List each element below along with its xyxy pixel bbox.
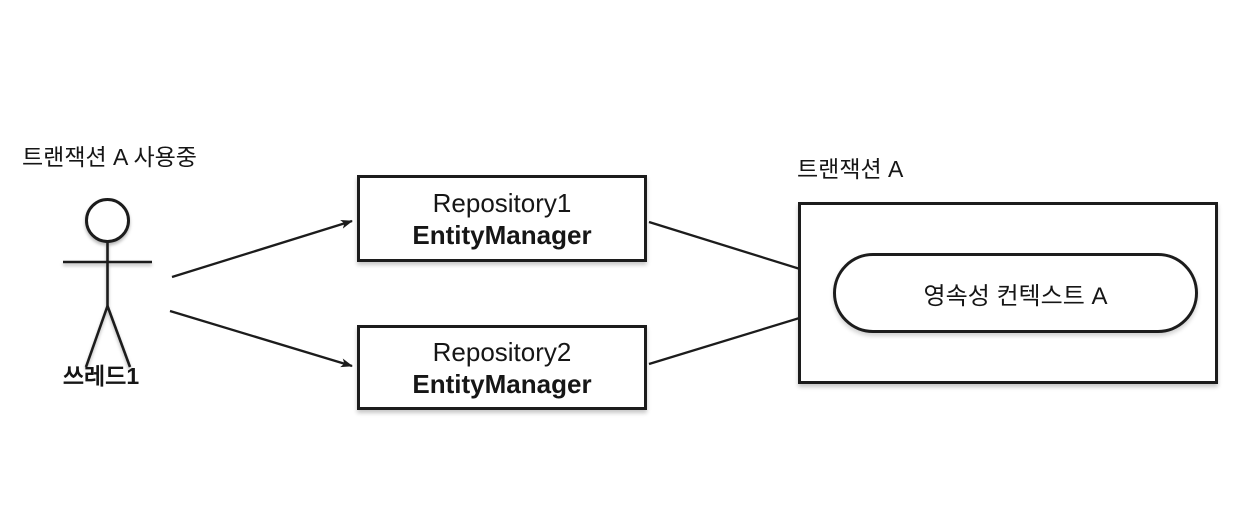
actor-figure <box>63 198 152 368</box>
repository2-entitymanager-label: EntityManager <box>412 368 592 399</box>
actor-left-leg-line <box>84 305 109 368</box>
repository2-title: Repository2 <box>432 336 572 367</box>
repository1-entitymanager-label: EntityManager <box>412 219 592 250</box>
repository2-box: Repository2 EntityManager <box>357 325 647 410</box>
transaction-title-label: 트랜잭션 A <box>797 156 904 182</box>
repository1-title: Repository1 <box>432 187 572 218</box>
repository1-box: Repository1 EntityManager <box>357 175 647 262</box>
actor-right-leg-line <box>106 305 132 368</box>
persistence-context-pill: 영속성 컨텍스트 A <box>833 253 1198 333</box>
actor-name-label: 쓰레드1 <box>62 363 140 389</box>
arrow-actor-to-repository2 <box>169 309 353 368</box>
persistence-context-label: 영속성 컨텍스트 A <box>923 282 1108 310</box>
actor-status-label: 트랜잭션 A 사용중 <box>22 144 197 170</box>
actor-head-icon <box>85 198 130 243</box>
arrow-actor-to-repository1 <box>171 219 353 279</box>
